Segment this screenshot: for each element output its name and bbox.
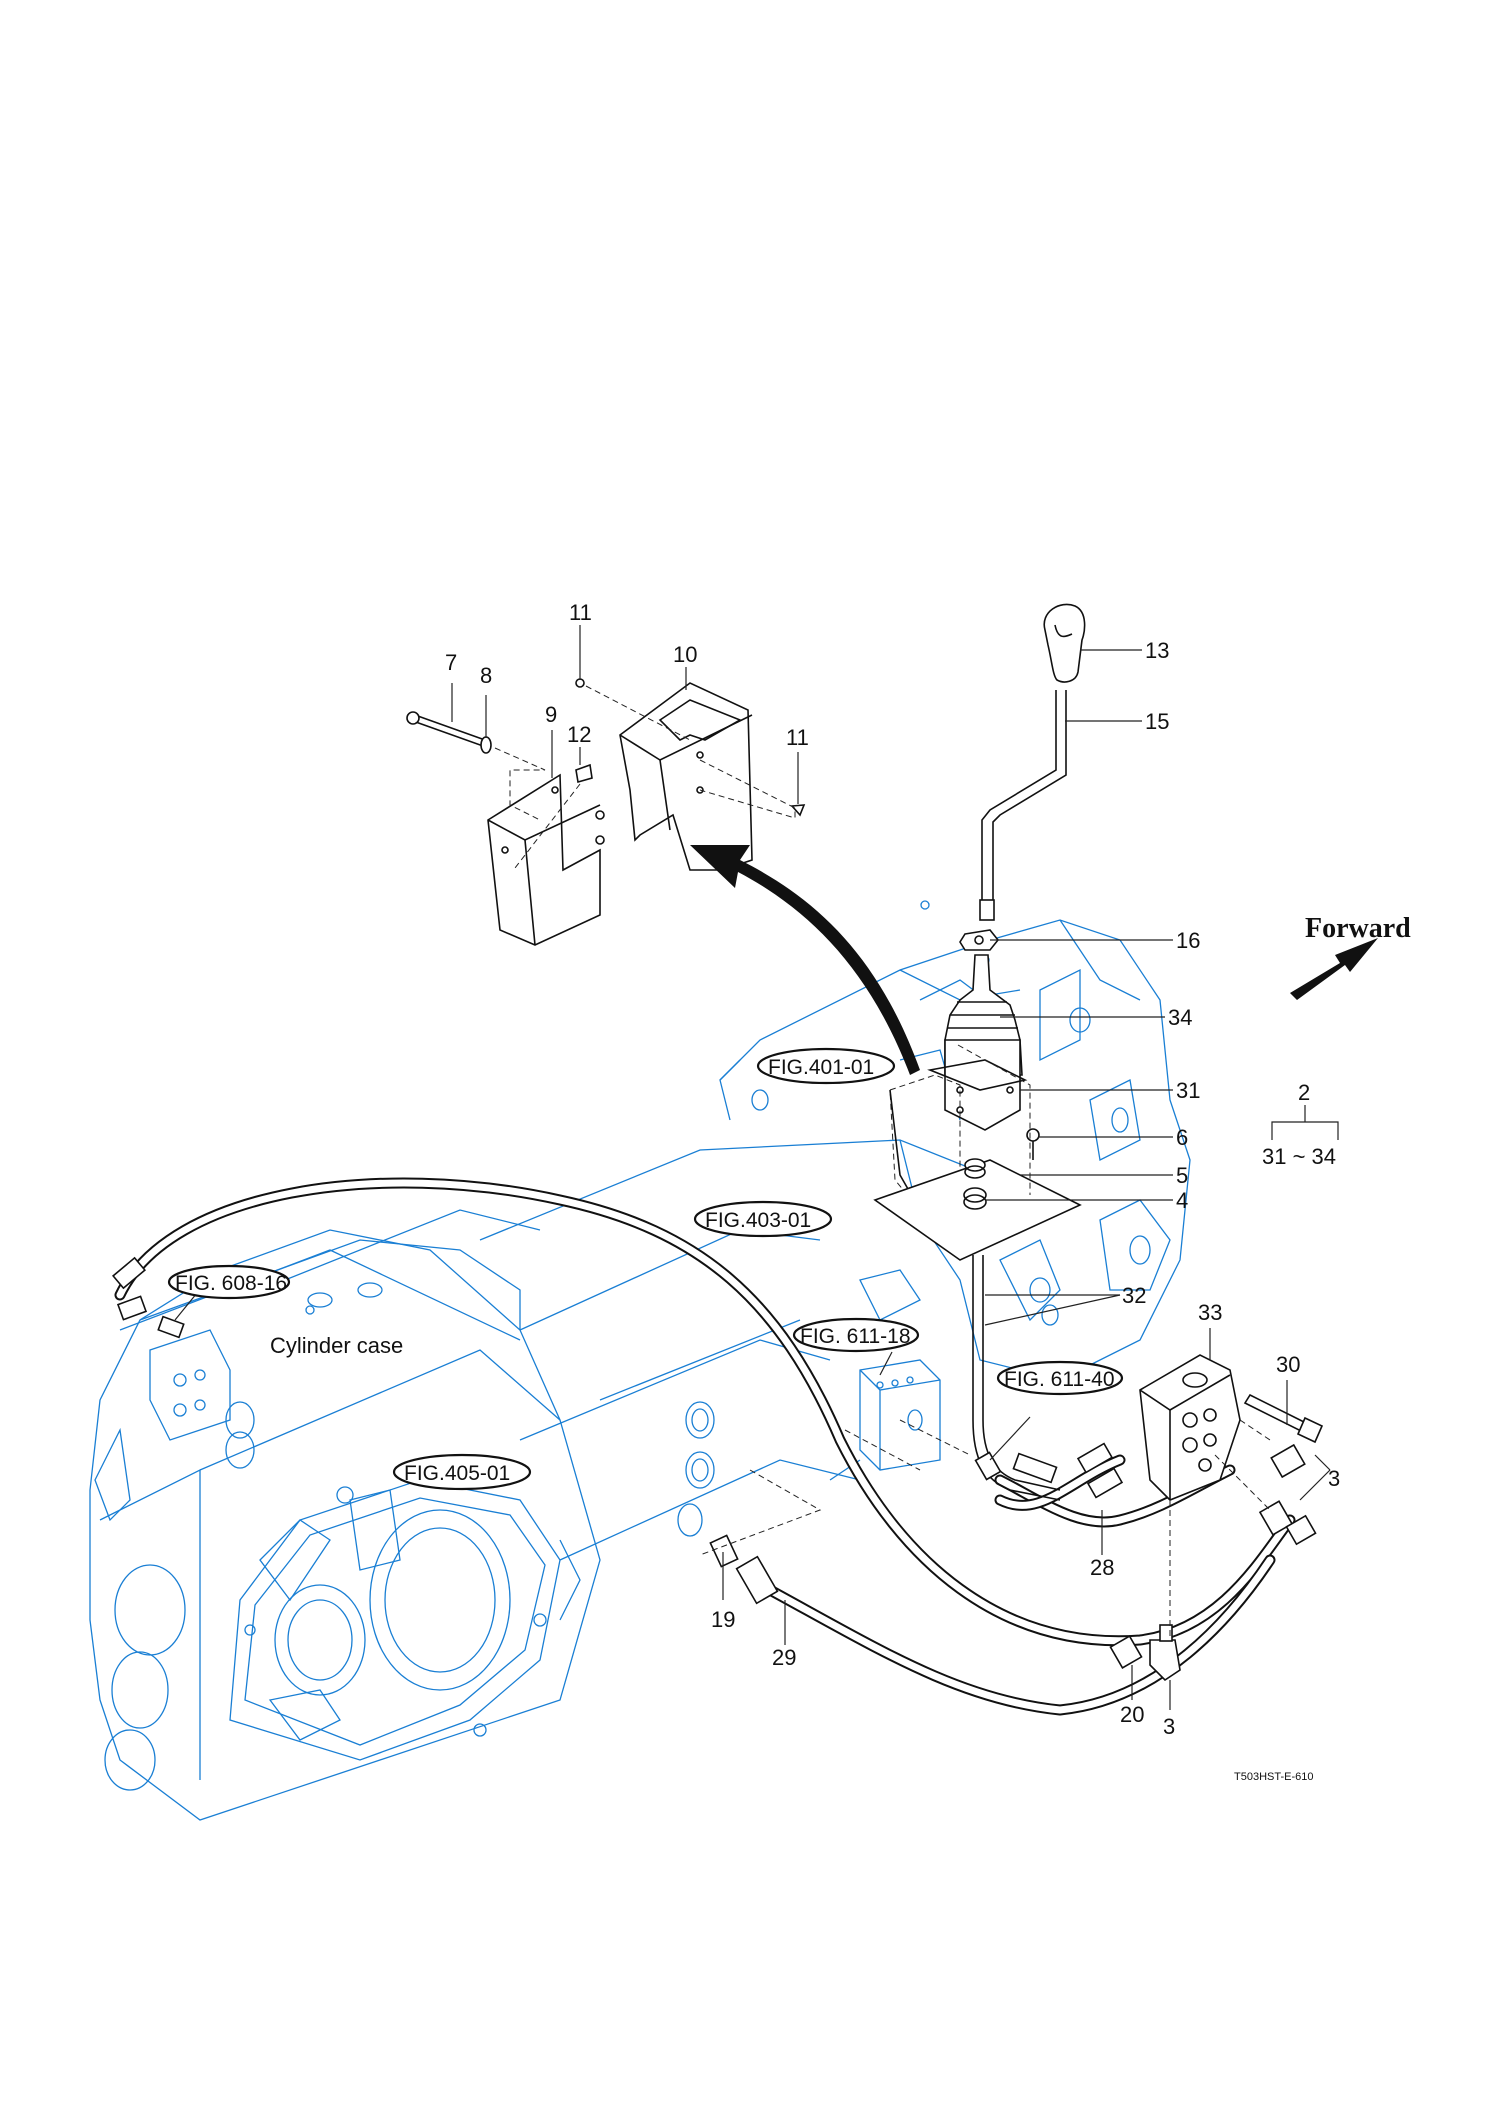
- housing-31: [944, 1039, 1021, 1131]
- fig-ref-611-18[interactable]: FIG. 611-18: [792, 1317, 920, 1353]
- callout-12: 12: [567, 722, 591, 747]
- callouts: 11 10 7 8 9 12 11 13 15 16 34 31 6 5 4 3…: [445, 600, 1340, 1739]
- callout-13: 13: [1145, 638, 1169, 663]
- svg-text:FIG.403-01: FIG.403-01: [705, 1209, 811, 1232]
- bolt-12: [575, 763, 593, 784]
- lever-15: [981, 690, 1057, 900]
- callout-28: 28: [1090, 1555, 1114, 1580]
- fig-ref-608-16[interactable]: FIG. 608-16: [167, 1264, 291, 1300]
- callout-29: 29: [772, 1645, 796, 1670]
- callout-10: 10: [673, 642, 697, 667]
- fig-ref-611-40[interactable]: FIG. 611-40: [996, 1360, 1124, 1396]
- svg-text:FIG. 608-16: FIG. 608-16: [175, 1272, 287, 1295]
- svg-text:FIG. 611-40: FIG. 611-40: [1004, 1368, 1115, 1391]
- callout-34: 34: [1168, 1005, 1192, 1030]
- forward-arrow-icon: [1290, 938, 1378, 1000]
- cylinder-case-label: Cylinder case: [270, 1333, 403, 1358]
- drawing-id: T503HST-E-610: [1234, 1771, 1313, 1783]
- callout-19: 19: [711, 1607, 735, 1632]
- assembly-parent-number: 2: [1298, 1080, 1310, 1105]
- callout-11-right: 11: [786, 725, 809, 750]
- callout-3-right: 3: [1328, 1466, 1340, 1491]
- callout-9: 9: [545, 702, 557, 727]
- callout-3-bottom: 3: [1163, 1714, 1175, 1739]
- callout-16: 16: [1176, 928, 1200, 953]
- washer-8: [480, 736, 492, 754]
- bracket-9: [487, 773, 601, 946]
- assembly-range: 31 ~ 34: [1262, 1144, 1336, 1169]
- leader-lines: [174, 625, 1339, 1710]
- callout-20: 20: [1120, 1702, 1144, 1727]
- callout-32: 32: [1122, 1283, 1146, 1308]
- nut-16: [959, 929, 1000, 951]
- callout-4: 4: [1176, 1188, 1188, 1213]
- svg-text:FIG.401-01: FIG.401-01: [768, 1056, 874, 1079]
- figure-references: FIG.401-01 FIG.403-01 FIG.405-01 FIG. 60…: [167, 1047, 1124, 1491]
- callout-5: 5: [1176, 1163, 1188, 1188]
- forward-direction-label: Forward: [1305, 913, 1411, 944]
- callout-30: 30: [1276, 1352, 1300, 1377]
- fig-ref-401-01[interactable]: FIG.401-01: [756, 1047, 896, 1085]
- callout-15: 15: [1145, 709, 1169, 734]
- fig-ref-403-01[interactable]: FIG.403-01: [693, 1200, 833, 1238]
- svg-text:FIG. 611-18: FIG. 611-18: [800, 1325, 911, 1348]
- bolt-7: [411, 713, 487, 748]
- mounting-plate: [873, 1159, 1082, 1261]
- cover-10: [619, 682, 753, 871]
- svg-text:FIG.405-01: FIG.405-01: [404, 1462, 510, 1485]
- callout-8: 8: [480, 663, 492, 688]
- exploded-view-arrow: [690, 845, 920, 1075]
- parts-drawing: [112, 603, 1378, 1716]
- assembly-group: 2 31 ~ 34: [1262, 1080, 1336, 1169]
- transmission-housing-drawing: [89, 900, 1191, 1821]
- callout-6: 6: [1176, 1125, 1188, 1150]
- fig-ref-405-01[interactable]: FIG.405-01: [392, 1453, 532, 1491]
- knob-13: [1043, 603, 1086, 683]
- callout-31: 31: [1176, 1078, 1200, 1103]
- callout-33: 33: [1198, 1300, 1222, 1325]
- callout-7: 7: [445, 650, 457, 675]
- callout-11-upper: 11: [569, 600, 592, 625]
